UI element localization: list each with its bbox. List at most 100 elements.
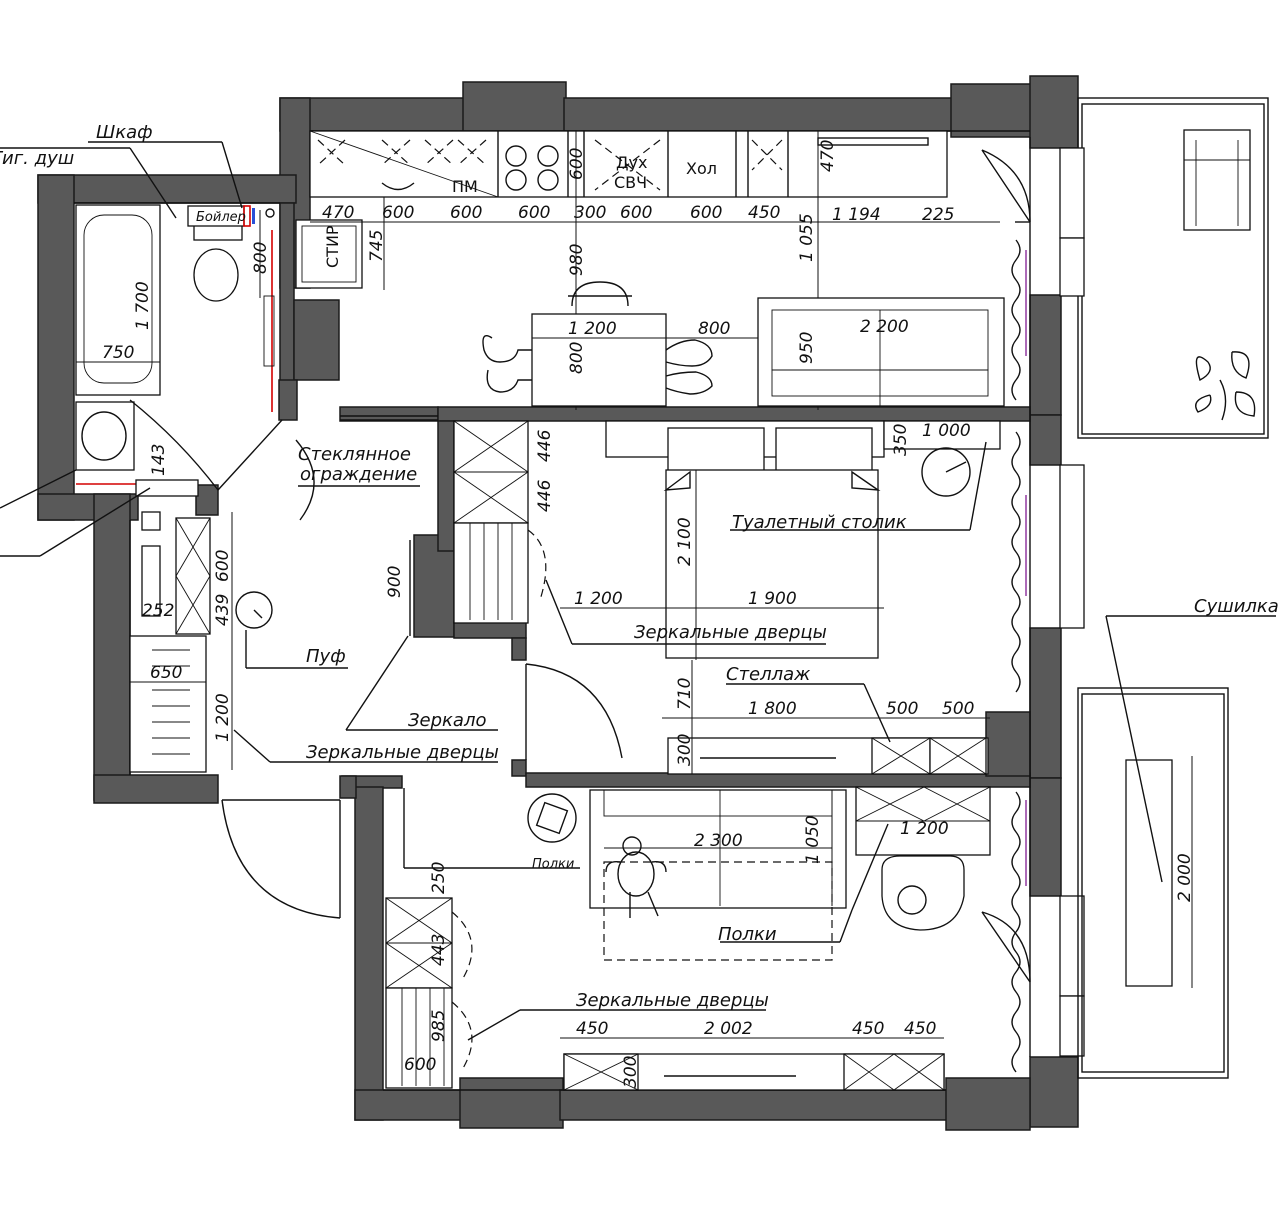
bath-1700: 1 700 xyxy=(133,281,153,330)
shelves-label-small: Полки xyxy=(532,857,574,872)
stove-icon xyxy=(505,145,559,191)
glass-partition xyxy=(295,415,438,521)
liv-450b: 450 xyxy=(852,1019,884,1039)
glass-label-1: Стеклянное xyxy=(298,444,411,465)
sink-icon xyxy=(381,182,415,191)
person-icon xyxy=(605,836,667,918)
liv-2002: 2 002 xyxy=(704,1019,753,1039)
bathtub xyxy=(75,204,161,396)
bed-300: 300 xyxy=(675,734,695,766)
side-table xyxy=(403,788,580,869)
hall-1200: 1 200 xyxy=(213,693,233,742)
dim-470: 470 xyxy=(322,203,354,223)
hall-600: 600 xyxy=(213,550,233,582)
mirror xyxy=(233,540,498,763)
balcony-top xyxy=(1059,97,1269,439)
boiler-label: Бойлер xyxy=(196,210,246,225)
armchair xyxy=(881,855,965,931)
liv-985: 985 xyxy=(429,1010,449,1042)
bed-1900: 1 900 xyxy=(748,589,797,609)
pouf-label: Пуф xyxy=(306,646,346,667)
dim-v980: 980 xyxy=(567,244,587,276)
bedroom-door xyxy=(525,663,623,760)
bath-door xyxy=(129,399,283,491)
bed-1000: 1 000 xyxy=(922,421,971,441)
liv-250: 250 xyxy=(429,862,449,894)
mirror-label: Зеркало xyxy=(408,710,486,731)
kitchen-balcony-door xyxy=(981,149,1031,223)
hall-900: 900 xyxy=(385,566,405,598)
dim-600e: 600 xyxy=(690,203,722,223)
boiler xyxy=(187,205,275,227)
dim-225: 225 xyxy=(922,205,954,225)
table-800v: 800 xyxy=(567,342,587,374)
bath-leaders xyxy=(0,141,243,557)
living-cabinet xyxy=(720,786,991,943)
hall-wardrobe-hatch xyxy=(152,649,190,755)
liv-1050: 1 050 xyxy=(803,815,823,864)
pm-label: ПМ xyxy=(452,177,478,196)
dim-v600: 600 xyxy=(567,148,587,180)
balcony-bottom xyxy=(1077,615,1276,1079)
bed xyxy=(605,420,885,659)
bedroom-wardrobe xyxy=(453,420,547,624)
bed-446a: 446 xyxy=(535,429,555,462)
washer-label: СТИР xyxy=(323,225,342,268)
toilet xyxy=(193,213,243,302)
liv-443: 443 xyxy=(429,934,449,966)
liv-450c: 450 xyxy=(904,1019,936,1039)
dim-v745: 745 xyxy=(367,230,387,262)
hall-252: 252 xyxy=(142,601,174,621)
mirror-doors-label-living: Зеркальные дверцы xyxy=(576,990,769,1011)
liv-600: 600 xyxy=(404,1055,436,1075)
wardrobe-label: Шкаф xyxy=(96,122,153,143)
dim-600d: 600 xyxy=(620,203,652,223)
bed-350: 350 xyxy=(891,424,911,456)
sofa-2200: 2 200 xyxy=(860,317,909,337)
table-800: 800 xyxy=(698,319,730,339)
liv-1200: 1 200 xyxy=(900,819,949,839)
balcony-2000: 2 000 xyxy=(1175,853,1195,902)
entrance-door xyxy=(221,799,341,919)
sink xyxy=(75,401,135,471)
bed-500a: 500 xyxy=(886,699,918,719)
shelves-label: Полки xyxy=(718,924,777,945)
liv-2300: 2 300 xyxy=(694,831,743,851)
bed-1200: 1 200 xyxy=(574,589,623,609)
bed-710: 710 xyxy=(675,678,695,710)
bed-2100: 2 100 xyxy=(675,517,695,566)
table-1200: 1 200 xyxy=(568,319,617,339)
dining-table xyxy=(482,281,1000,407)
sink-143: 143 xyxy=(149,444,169,476)
liv-450a: 450 xyxy=(576,1019,608,1039)
dim-300: 300 xyxy=(574,203,606,223)
dim-600c: 600 xyxy=(518,203,550,223)
dim-600b: 600 xyxy=(450,203,482,223)
oven-label: Дух xyxy=(616,153,647,172)
wc-800: 800 xyxy=(251,242,271,274)
mirror-doors-label-hall: Зеркальные дверцы xyxy=(306,742,499,763)
hygienic-shower-label: Гиг. душ xyxy=(0,148,74,169)
living-wardrobe xyxy=(385,897,473,1089)
kitchen-sofa xyxy=(757,297,1005,407)
plant-icon xyxy=(1195,351,1256,421)
bed-446b: 446 xyxy=(535,479,555,512)
kitchen-windows xyxy=(1011,239,1027,401)
shelving xyxy=(667,683,989,775)
hall-650: 650 xyxy=(150,663,182,683)
washing-machine xyxy=(295,219,363,289)
kitchen-counter xyxy=(309,130,948,198)
living-windows xyxy=(981,791,1085,1073)
bath-750: 750 xyxy=(102,343,134,363)
pouf xyxy=(235,591,348,669)
fridge-label: Хол xyxy=(686,159,717,178)
dim-450: 450 xyxy=(748,203,780,223)
dressing-table xyxy=(730,420,1001,531)
shelving-label: Стеллаж xyxy=(726,664,811,685)
dim-v470: 470 xyxy=(818,140,838,172)
liv-300: 300 xyxy=(621,1056,641,1088)
hall-439: 439 xyxy=(213,594,233,626)
walls xyxy=(37,75,1079,1131)
dryer-label: Сушилка xyxy=(1194,596,1279,617)
